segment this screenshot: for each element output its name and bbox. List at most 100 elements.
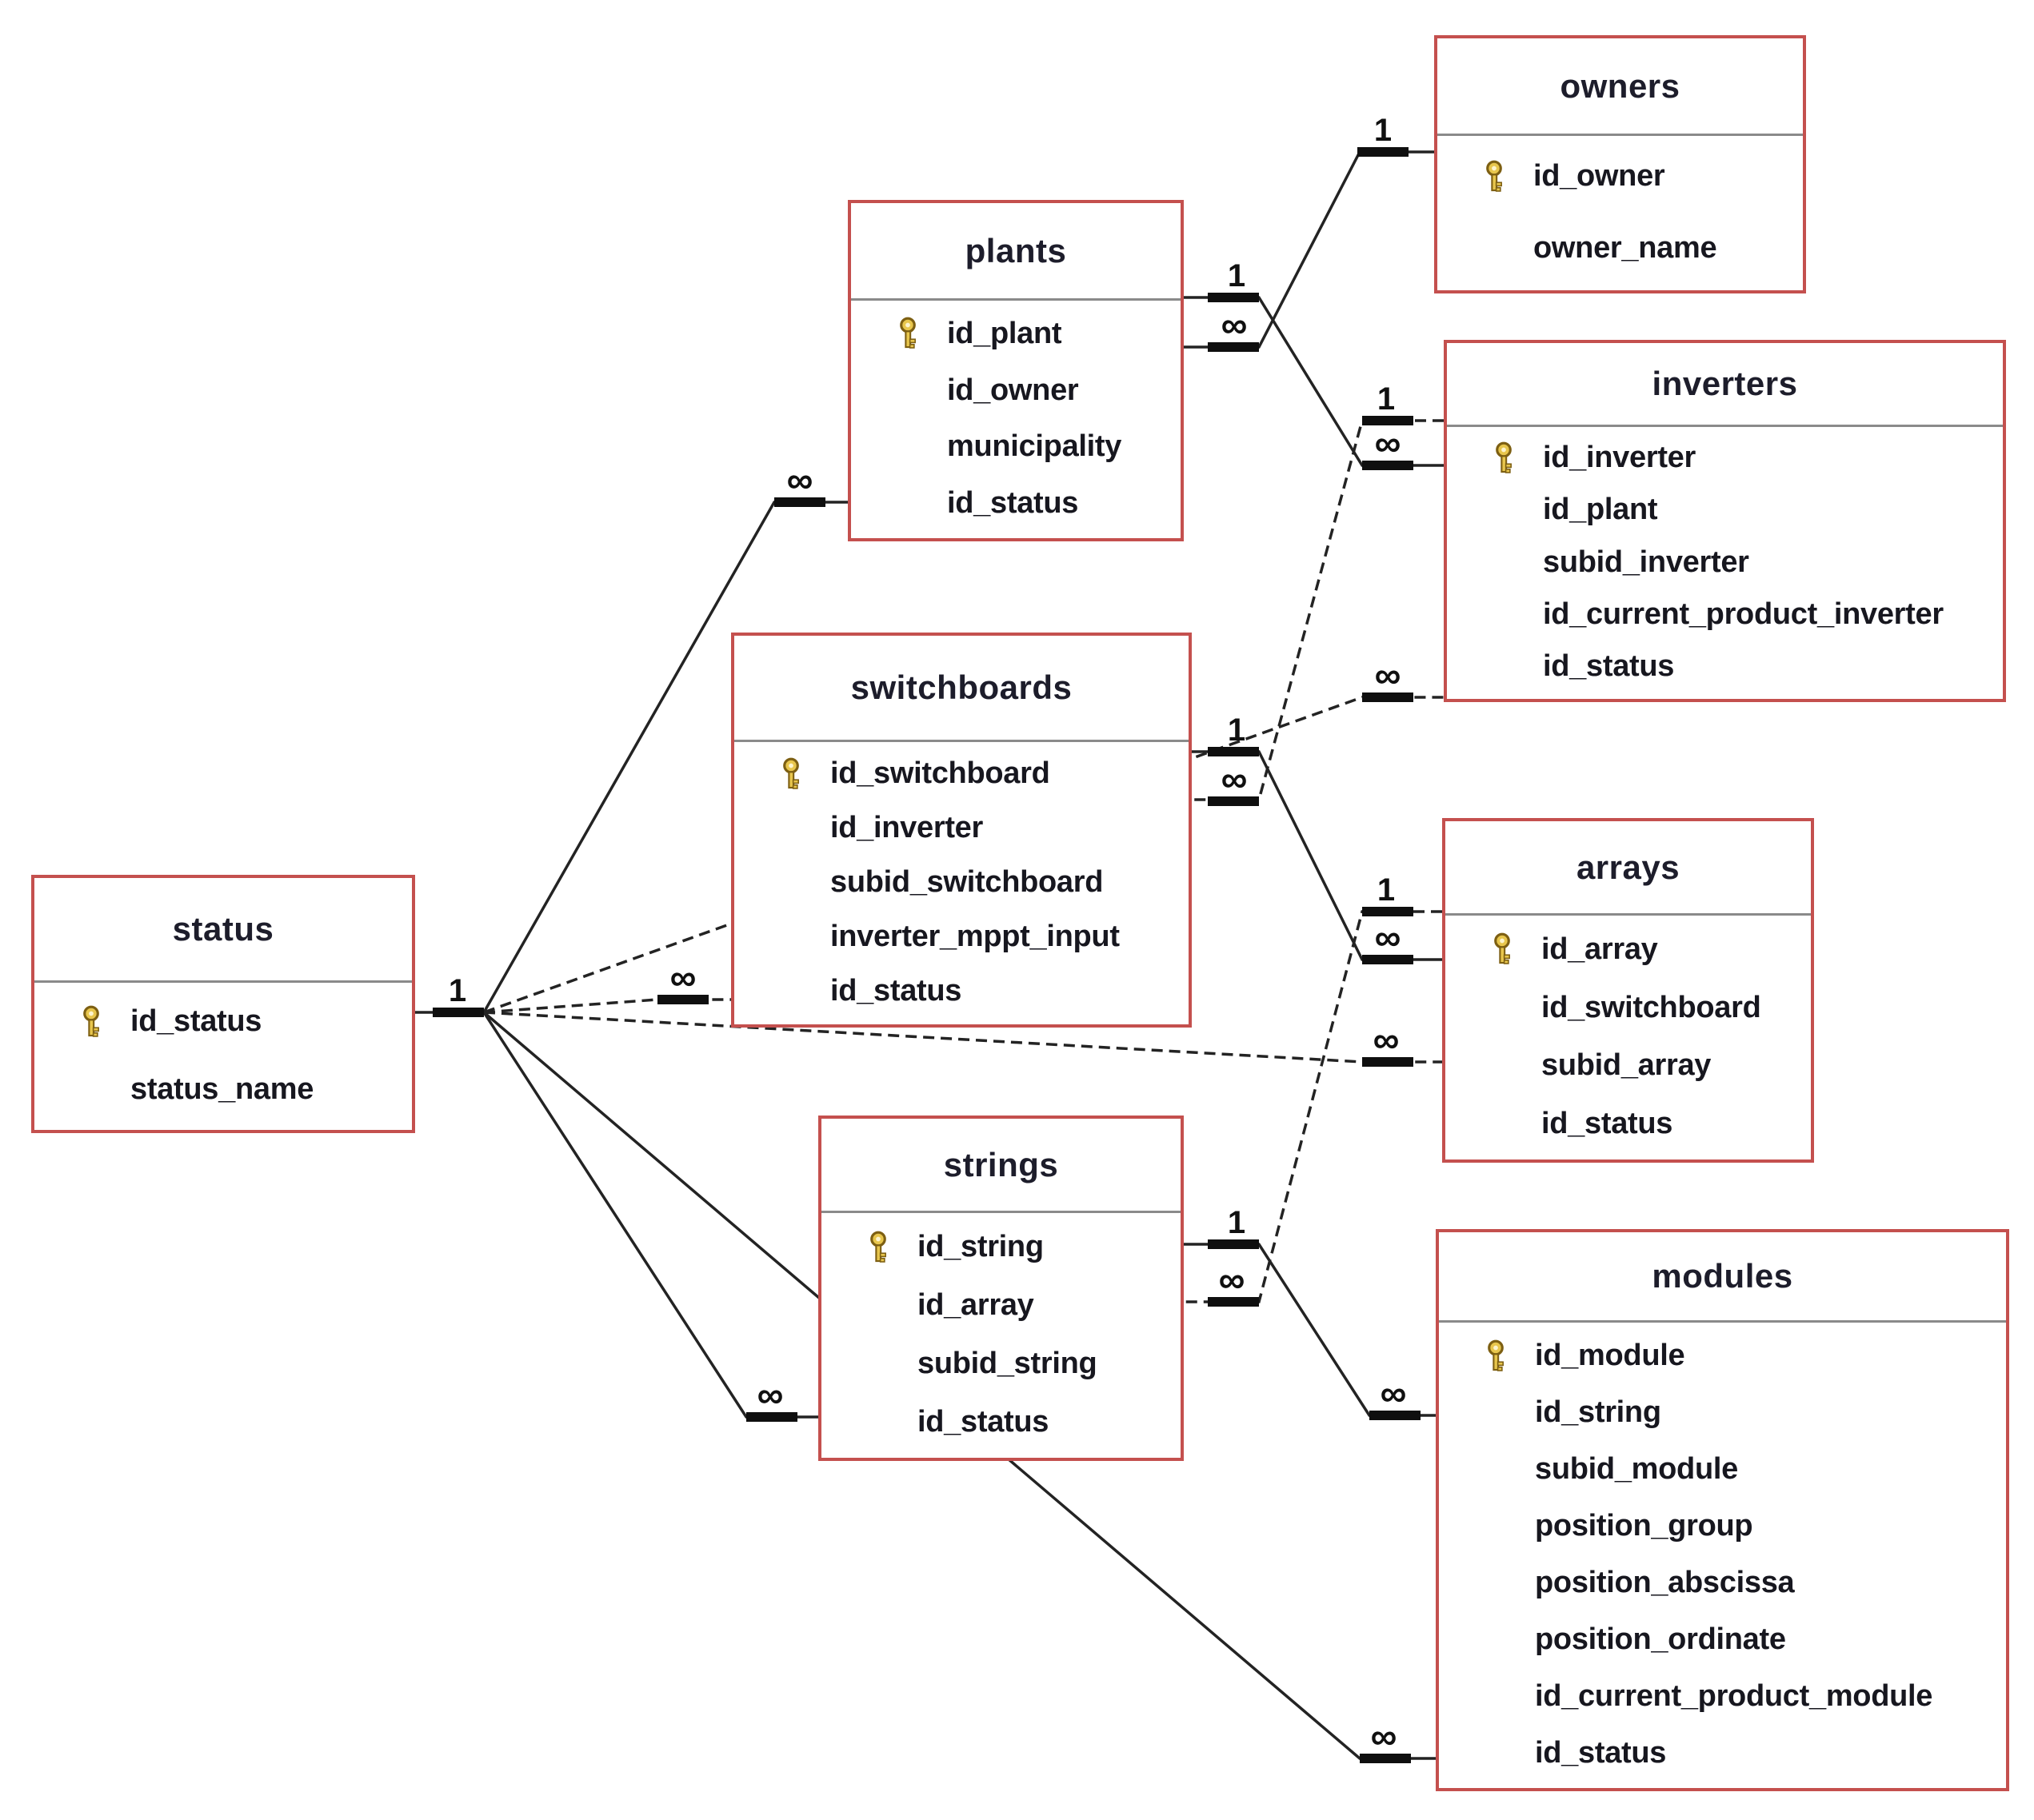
cardinality-one-inverters: 1: [1377, 381, 1395, 417]
cardinality-bar: [1208, 1297, 1259, 1307]
primary-key-icon: [1486, 160, 1502, 192]
field-row-subid_module: subid_module: [1439, 1441, 2006, 1498]
primary-key-cell: [79, 1005, 130, 1039]
cardinality-bar: [746, 1412, 797, 1422]
cardinality-bar: [1362, 907, 1413, 916]
primary-key-icon: [83, 1005, 99, 1037]
field-row-position_ordinate: position_ordinate: [1439, 1611, 2006, 1668]
field-row-id_plant: id_plant: [1447, 484, 2003, 536]
cardinality-many-inverters-status: ∞: [1375, 654, 1401, 696]
field-name: id_status: [947, 486, 1079, 521]
primary-key-cell: [1484, 1339, 1535, 1373]
cardinality-bar: [433, 1008, 484, 1017]
table-plants: plants id_plant id_owner municipality id_st…: [848, 200, 1184, 541]
table-title: strings: [821, 1119, 1181, 1213]
field-name: id_status: [1541, 1107, 1673, 1141]
field-name: id_owner: [947, 373, 1079, 407]
field-name: id_status: [1535, 1736, 1667, 1770]
cardinality-one-owners: 1: [1374, 113, 1392, 148]
field-name: municipality: [947, 429, 1122, 464]
primary-key-icon: [783, 757, 799, 789]
field-name: inverter_mppt_input: [830, 919, 1120, 953]
field-name: position_ordinate: [1535, 1622, 1786, 1656]
field-name: id_inverter: [830, 811, 984, 845]
field-row-inverter_mppt_input: inverter_mppt_input: [734, 909, 1189, 964]
cardinality-one-plants: 1: [1228, 258, 1245, 293]
cardinality-many-inverters: ∞: [1375, 422, 1401, 464]
cardinality-many-strings: ∞: [1219, 1259, 1245, 1300]
field-row-id_owner: id_owner: [1437, 141, 1803, 213]
field-row-id_status: id_status: [1445, 1095, 1811, 1153]
cardinality-many-strings-status: ∞: [757, 1374, 784, 1415]
field-name: id_string: [1535, 1395, 1661, 1429]
cardinality-bar: [1369, 1411, 1421, 1420]
field-row-id_owner: id_owner: [851, 362, 1181, 419]
field-row-position_group: position_group: [1439, 1498, 2006, 1555]
table-arrays: arrays id_array id_switchboard subid_array…: [1442, 818, 1814, 1163]
field-row-id_current_product_inverter: id_current_product_inverter: [1447, 589, 2003, 641]
field-list: id_switchboard id_inverter subid_switchboa…: [734, 742, 1189, 1024]
field-row-id_current_product_module: id_current_product_module: [1439, 1668, 2006, 1725]
field-name: status_name: [130, 1072, 314, 1106]
cardinality-bar: [1208, 342, 1259, 352]
table-title: inverters: [1447, 343, 2003, 427]
field-row-id_switchboard: id_switchboard: [734, 747, 1189, 801]
field-list: id_owner owner_name: [1437, 136, 1803, 290]
table-title: switchboards: [734, 636, 1189, 742]
field-name: id_current_product_module: [1535, 1679, 1933, 1713]
field-row-id_array: id_array: [1445, 920, 1811, 979]
cardinality-bar: [1362, 1057, 1413, 1067]
table-title: owners: [1437, 38, 1803, 136]
field-row-id_array: id_array: [821, 1276, 1181, 1335]
cardinality-bar: [1362, 955, 1413, 964]
field-row-position_abscissa: position_abscissa: [1439, 1555, 2006, 1611]
primary-key-cell: [896, 317, 947, 350]
field-row-id_plant: id_plant: [851, 305, 1181, 362]
cardinality-one-status: 1: [449, 973, 466, 1008]
field-row-id_status: id_status: [851, 475, 1181, 532]
field-row-owner_name: owner_name: [1437, 213, 1803, 285]
field-row-id_switchboard: id_switchboard: [1445, 979, 1811, 1037]
line-status-switchboards: [483, 998, 731, 1014]
table-title: arrays: [1445, 821, 1811, 916]
primary-key-icon: [870, 1231, 886, 1263]
cardinality-bar: [774, 497, 825, 507]
field-name: subid_module: [1535, 1452, 1738, 1486]
cardinality-one-strings: 1: [1228, 1205, 1245, 1240]
field-name: subid_inverter: [1543, 545, 1749, 579]
field-row-subid_array: subid_array: [1445, 1037, 1811, 1096]
field-name: id_array: [1541, 932, 1658, 966]
cardinality-one-arrays: 1: [1377, 872, 1395, 908]
field-row-status_name: status_name: [34, 1056, 412, 1124]
field-name: id_current_product_inverter: [1543, 597, 1944, 631]
table-title: plants: [851, 203, 1181, 301]
field-name: id_switchboard: [830, 756, 1050, 791]
cardinality-many-arrays: ∞: [1375, 916, 1401, 958]
cardinality-many-switchboards-status: ∞: [670, 956, 697, 998]
cardinality-bar: [1208, 747, 1259, 756]
field-list: id_plant id_owner municipality id_status: [851, 301, 1181, 538]
field-name: owner_name: [1533, 230, 1717, 265]
field-list: id_status status_name: [34, 983, 412, 1130]
field-row-subid_switchboard: subid_switchboard: [734, 856, 1189, 910]
cardinality-bar: [1357, 147, 1409, 157]
field-name: id_status: [130, 1004, 262, 1038]
cardinality-many-modules: ∞: [1381, 1372, 1407, 1414]
field-row-id_string: id_string: [1439, 1384, 2006, 1441]
field-row-id_string: id_string: [821, 1218, 1181, 1276]
primary-key-icon: [1496, 441, 1512, 473]
cardinality-many-switchboards: ∞: [1221, 758, 1248, 800]
field-name: position_group: [1535, 1509, 1753, 1543]
field-name: subid_switchboard: [830, 864, 1104, 899]
cardinality-many-plants-status: ∞: [787, 459, 813, 501]
field-list: id_array id_switchboard subid_array id_stat…: [1445, 916, 1811, 1159]
field-name: subid_array: [1541, 1048, 1712, 1083]
cardinality-bar: [1362, 416, 1413, 425]
